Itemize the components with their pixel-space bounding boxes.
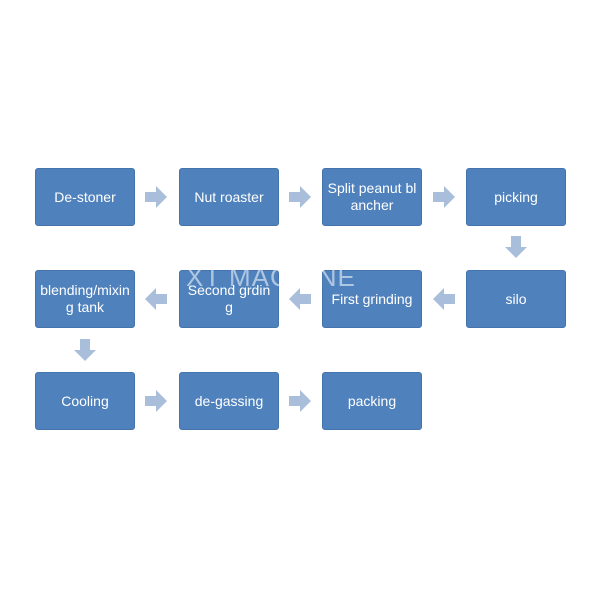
arrow-down-icon xyxy=(74,339,96,361)
arrow-down-icon xyxy=(505,236,527,258)
step-de-stoner: De-stoner xyxy=(35,168,135,226)
step-blending-mixing-tank: blending/mixing tank xyxy=(35,270,135,328)
arrow-right-icon xyxy=(289,390,311,412)
step-picking: picking xyxy=(466,168,566,226)
arrow-left-icon xyxy=(433,288,455,310)
step-packing: packing xyxy=(322,372,422,430)
step-de-gassing: de-gassing xyxy=(179,372,279,430)
step-nut-roaster: Nut roaster xyxy=(179,168,279,226)
step-first-grinding: First grinding xyxy=(322,270,422,328)
step-silo: silo xyxy=(466,270,566,328)
step-split-peanut-blancher: Split peanut blancher xyxy=(322,168,422,226)
arrow-right-icon xyxy=(145,186,167,208)
step-cooling: Cooling xyxy=(35,372,135,430)
arrow-right-icon xyxy=(145,390,167,412)
arrow-left-icon xyxy=(289,288,311,310)
arrow-left-icon xyxy=(145,288,167,310)
step-second-grinding: Second grding xyxy=(179,270,279,328)
arrow-right-icon xyxy=(289,186,311,208)
arrow-right-icon xyxy=(433,186,455,208)
